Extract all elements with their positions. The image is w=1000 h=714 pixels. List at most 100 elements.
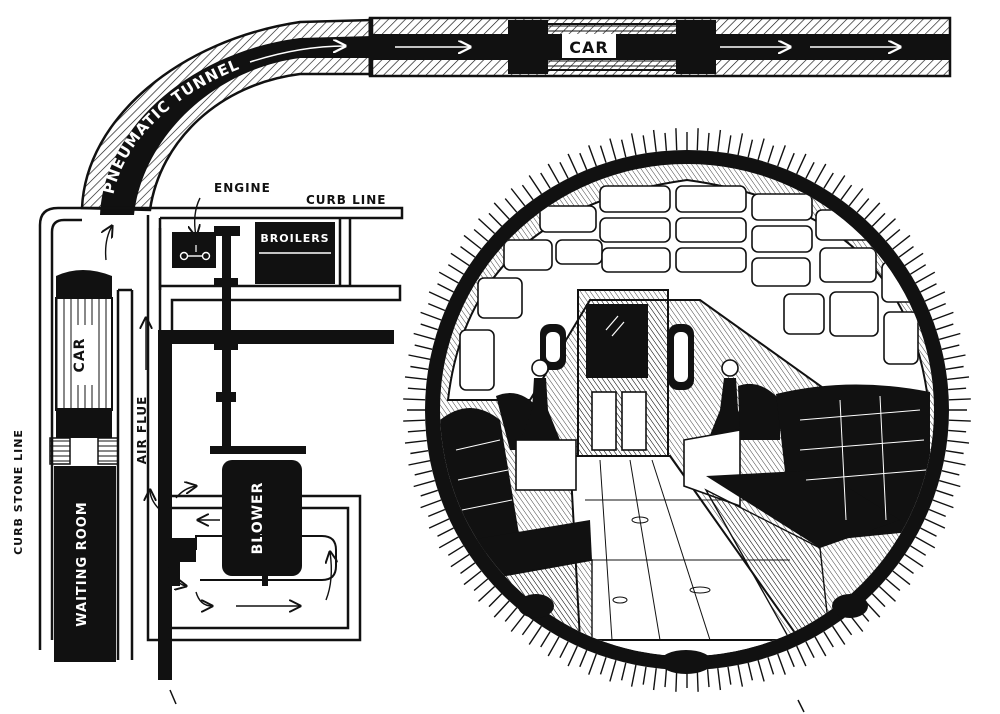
brick-stroke — [947, 376, 970, 381]
brick-stroke — [410, 365, 429, 370]
car-top-label: CAR — [569, 38, 608, 57]
brick-stroke — [567, 153, 578, 175]
brick-stroke — [805, 641, 815, 659]
brick-stroke — [460, 562, 476, 574]
brick-stroke — [832, 625, 846, 645]
brick-stroke — [620, 139, 627, 158]
brick-stroke — [941, 344, 960, 350]
brick-stroke — [528, 625, 542, 645]
brick-stroke — [948, 398, 971, 401]
brick-stroke — [407, 387, 426, 391]
tunnel-curve-casing — [80, 18, 374, 212]
lamp-left — [515, 359, 577, 491]
brick-stroke — [478, 218, 496, 235]
brick-stroke — [463, 570, 482, 586]
brick-stroke — [599, 657, 607, 675]
brick-stroke — [939, 332, 961, 341]
brick-stroke — [547, 636, 560, 657]
brick-stroke — [428, 291, 450, 302]
brick-stroke — [928, 302, 946, 312]
brick-stroke — [547, 163, 560, 184]
brick-stroke — [642, 666, 647, 685]
brick-stroke — [948, 429, 967, 433]
brick-stroke — [945, 450, 964, 455]
brick-stroke — [878, 218, 896, 235]
brick-stroke — [871, 212, 886, 227]
brick-stroke — [840, 184, 853, 201]
brick-stroke — [447, 264, 464, 275]
brick-stroke — [948, 419, 971, 422]
brick-stroke — [747, 139, 754, 158]
air-duct-bend — [160, 538, 196, 586]
brick-stroke — [521, 619, 534, 636]
brick-stroke — [540, 172, 551, 189]
brick-stroke — [510, 613, 526, 632]
brick-stroke — [540, 631, 551, 648]
tunnel-diagram: PNEUMATIC TUNNEL CAR — [12, 16, 952, 713]
car-left-label: CAR — [72, 338, 88, 373]
car-left: CAR — [49, 270, 119, 465]
drive-shaft — [214, 226, 240, 446]
brick-stroke — [717, 129, 722, 152]
brick-stroke — [727, 666, 732, 685]
brick-stroke — [414, 344, 433, 350]
brick-stroke — [943, 354, 966, 360]
brick-stroke — [413, 332, 435, 341]
brick-stroke — [823, 631, 834, 648]
curb-line-label: CURB LINE — [306, 193, 386, 207]
brick-stroke — [904, 553, 924, 568]
brick-stroke — [559, 161, 569, 179]
brick-stroke — [473, 228, 489, 242]
brick-stroke — [528, 175, 542, 195]
brick-stroke — [706, 132, 710, 151]
brick-stroke — [675, 669, 678, 692]
brick-stroke — [892, 570, 911, 586]
brick-stroke — [848, 188, 864, 207]
blower: BLOWER — [210, 446, 306, 586]
brick-stroke — [757, 660, 765, 682]
tunnel-curve-bore — [100, 36, 372, 215]
brick-stroke — [747, 662, 754, 681]
engine-label: ENGINE — [214, 181, 271, 195]
boilers-label: BROILERS — [260, 232, 329, 245]
brick-stroke — [630, 664, 637, 687]
brick-stroke — [428, 302, 446, 312]
brick-stroke — [420, 499, 442, 509]
brick-stroke — [413, 479, 435, 488]
brick-stroke — [437, 527, 454, 537]
brick-stroke — [437, 283, 454, 293]
brick-stroke — [438, 536, 459, 549]
brick-stroke — [910, 264, 927, 275]
brick-stroke — [948, 387, 967, 391]
brick-stroke — [675, 128, 678, 151]
brick-stroke — [904, 252, 924, 267]
brick-stroke — [404, 439, 427, 444]
waiting-room-label: WAITING ROOM — [75, 501, 90, 626]
engine: ENGINE — [172, 181, 271, 268]
car-interior-illustration — [403, 128, 971, 692]
brick-stroke — [420, 311, 442, 321]
brick-stroke — [920, 283, 937, 293]
brick-stroke — [450, 553, 470, 568]
brick-stroke — [786, 152, 795, 171]
brick-stroke — [898, 246, 914, 258]
brick-stroke — [588, 653, 597, 675]
bench-right — [704, 383, 930, 641]
brick-stroke — [403, 398, 426, 401]
brick-stroke — [579, 152, 588, 171]
brick-stroke — [438, 271, 459, 284]
brick-stroke — [408, 354, 431, 360]
car-top: CAR — [508, 20, 716, 74]
brick-stroke — [814, 636, 827, 657]
brick-stroke — [652, 129, 657, 152]
brick-stroke — [404, 376, 427, 381]
brick-stroke — [727, 135, 732, 154]
brick-stroke — [878, 585, 896, 602]
brick-stroke — [407, 429, 426, 433]
brick-stroke — [620, 662, 627, 681]
brick-stroke — [652, 668, 657, 691]
air-duct-horizontal — [172, 330, 394, 344]
tube-supports — [518, 594, 868, 674]
brick-stroke — [599, 145, 607, 163]
